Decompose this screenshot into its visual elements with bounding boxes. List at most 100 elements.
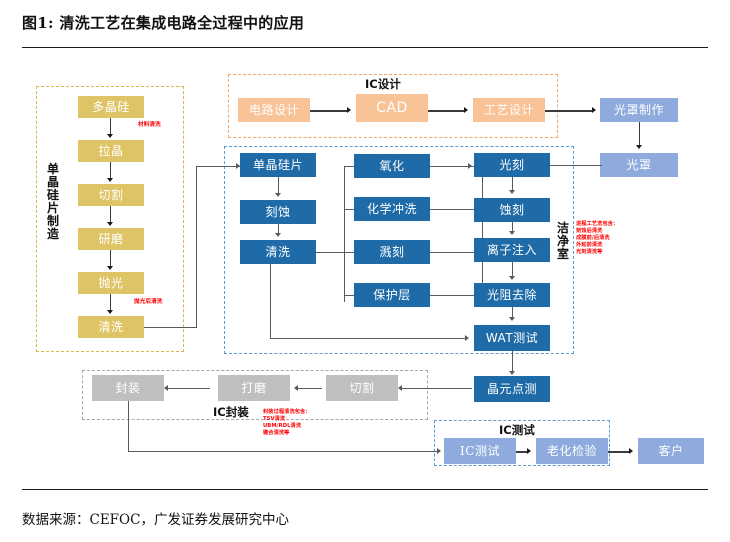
connector-probe-to-dice — [402, 388, 472, 389]
node-wat-test[interactable]: WAT测试 — [474, 325, 550, 351]
group-label-ic-test: IC测试 — [499, 423, 535, 437]
node-wafer-cleaning[interactable]: 清洗 — [78, 316, 144, 338]
group-label-cleanroom: 洁净室 — [556, 221, 569, 261]
node-etching-prep[interactable]: 刻蚀 — [240, 200, 316, 224]
node-resist-strip[interactable]: 光阻去除 — [474, 283, 550, 307]
connector-mask-to-litho — [548, 165, 602, 166]
node-photolithography[interactable]: 光刻 — [474, 153, 550, 177]
arrowhead-litho-to-etch — [509, 190, 515, 194]
node-polishing[interactable]: 抛光 — [78, 272, 144, 294]
connector-slice-to-lap — [110, 206, 111, 223]
node-ion-implantation[interactable]: 离子注入 — [474, 238, 550, 262]
arrowhead-etch-to-clean — [275, 233, 281, 237]
arrowhead-dice-to-grind — [294, 385, 298, 391]
page-title: 图1: 清洗工艺在集成电路全过程中的应用 — [22, 14, 305, 32]
annotation-fab-clean-line-1: 刻蚀后清洗 — [576, 228, 603, 235]
annotation-package-clean-line-0: 封装过程清洗包含： — [263, 409, 311, 415]
annotation-fab-clean-line-3: 外延前清洗 — [576, 242, 603, 249]
connector-strip-to-wat — [512, 307, 513, 318]
node-single-crystal-wafer[interactable]: 单晶硅片 — [240, 153, 316, 177]
node-grinding[interactable]: 打磨 — [218, 375, 290, 401]
arrowhead-bus-to-litho — [468, 163, 472, 169]
node-burn-in-test[interactable]: 老化检验 — [536, 438, 608, 464]
arrowhead-cad-to-process — [464, 107, 468, 113]
arrowhead-grind-to-package — [164, 385, 168, 391]
connector-package-to-ictest-h — [128, 451, 438, 452]
arrowhead-process-to-mask-make — [592, 107, 596, 113]
node-passivation[interactable]: 保护层 — [354, 283, 430, 307]
node-slicing[interactable]: 切割 — [78, 184, 144, 206]
arrowhead-probe-to-dice — [398, 385, 402, 391]
connector-mask-make-to-mask — [639, 122, 640, 147]
connector-litho-to-etch — [512, 177, 513, 191]
arrowhead-burnin-to-customer — [629, 448, 633, 454]
annotation-package-clean: 封装过程清洗包含： TSV清洗 UBM/RDL清洗 键合清洗等 — [263, 409, 311, 437]
arrowhead-implant-to-strip — [509, 276, 515, 280]
group-frame-ic-package — [82, 370, 428, 420]
node-dicing[interactable]: 切割 — [326, 375, 398, 401]
arrowhead-mask-make-to-mask — [636, 145, 642, 149]
group-label-wafer-manufacturing: 单晶硅片制造 — [46, 162, 59, 241]
node-circuit-design[interactable]: 电路设计 — [238, 98, 310, 122]
arrowhead-clean-to-wafer — [236, 163, 240, 169]
connector-clean-to-wafer-h — [196, 166, 240, 167]
node-lapping[interactable]: 研磨 — [78, 228, 144, 250]
annotation-fab-clean: 进程工艺洗包含： 刻蚀后清洗 成膜前/后清洗 外延前清洗 光刻清洗等 — [576, 221, 618, 256]
connector-package-to-ictest-v — [128, 401, 129, 451]
node-mask[interactable]: 光罩 — [600, 153, 678, 177]
node-wafer-probe[interactable]: 晶元点测 — [474, 376, 550, 402]
connector-process-to-mask-make — [545, 110, 593, 112]
connector-etch-to-implant — [512, 222, 513, 232]
node-ic-test[interactable]: IC测试 — [444, 438, 516, 464]
node-etch[interactable]: 蚀刻 — [474, 198, 550, 222]
annotation-package-clean-line-3: 键合清洗等 — [263, 430, 290, 437]
arrowhead-polish-to-clean — [107, 310, 113, 314]
title-divider-top — [22, 47, 708, 48]
annotation-post-polish-clean: 抛光后清洗 — [134, 299, 163, 305]
connector-wafer-to-etch — [278, 177, 279, 194]
connector-polish-to-clean — [110, 294, 111, 311]
connector-clean-to-wat-h — [270, 338, 466, 339]
arrowhead-lap-to-polish — [107, 266, 113, 270]
connector-lap-to-polish — [110, 250, 111, 267]
arrowhead-clean-to-wat — [465, 335, 469, 341]
group-frame-wafer-manufacturing — [36, 86, 184, 352]
annotation-package-clean-line-2: UBM/RDL清洗 — [263, 423, 302, 430]
branch-bus-right — [482, 166, 483, 296]
arrowhead-strip-to-wat — [509, 317, 515, 321]
node-chemical-rinse[interactable]: 化学冲洗 — [354, 197, 430, 221]
connector-grind-to-package — [168, 388, 210, 389]
connector-dice-to-grind — [298, 388, 322, 389]
source-note: 数据来源：CEFOC，广发证券发展研究中心 — [22, 512, 289, 528]
arrowhead-pull-to-slice — [107, 178, 113, 182]
group-label-ic-package: IC封装 — [213, 405, 249, 419]
group-frame-cleanroom — [224, 146, 574, 354]
node-mask-making[interactable]: 光罩制作 — [600, 98, 678, 122]
connector-chemrinse-out — [430, 209, 482, 210]
connector-etch-to-clean — [278, 224, 279, 234]
connector-clean-to-wat-v — [270, 264, 271, 338]
arrowhead-package-to-ictest — [437, 448, 441, 454]
arrowhead-poly-to-pull — [107, 134, 113, 138]
node-oxidation[interactable]: 氧化 — [354, 154, 430, 178]
arrowhead-etch-to-implant — [509, 231, 515, 235]
node-packaging[interactable]: 封装 — [92, 375, 164, 401]
group-label-ic-design: IC设计 — [365, 77, 401, 91]
node-sputter-etch[interactable]: 溅刻 — [354, 240, 430, 264]
node-process-design[interactable]: 工艺设计 — [473, 98, 545, 122]
connector-clean-out-h — [144, 327, 196, 328]
connector-poly-to-pull — [110, 118, 111, 135]
node-polysilicon[interactable]: 多晶硅 — [78, 96, 144, 118]
node-cleaning-fab[interactable]: 清洗 — [240, 240, 316, 264]
node-customer[interactable]: 客户 — [638, 438, 704, 464]
connector-passivation-out — [430, 295, 482, 296]
arrowhead-wat-to-probe — [509, 371, 515, 375]
connector-burnin-to-customer — [608, 451, 630, 453]
annotation-package-clean-line-1: TSV清洗 — [263, 416, 286, 423]
connector-pull-to-slice — [110, 162, 111, 179]
footer-divider — [22, 489, 708, 490]
branch-bus-left — [344, 166, 345, 302]
connector-circuit-to-cad — [310, 110, 348, 112]
node-cad[interactable]: CAD — [356, 94, 428, 122]
node-crystal-pull[interactable]: 拉晶 — [78, 140, 144, 162]
